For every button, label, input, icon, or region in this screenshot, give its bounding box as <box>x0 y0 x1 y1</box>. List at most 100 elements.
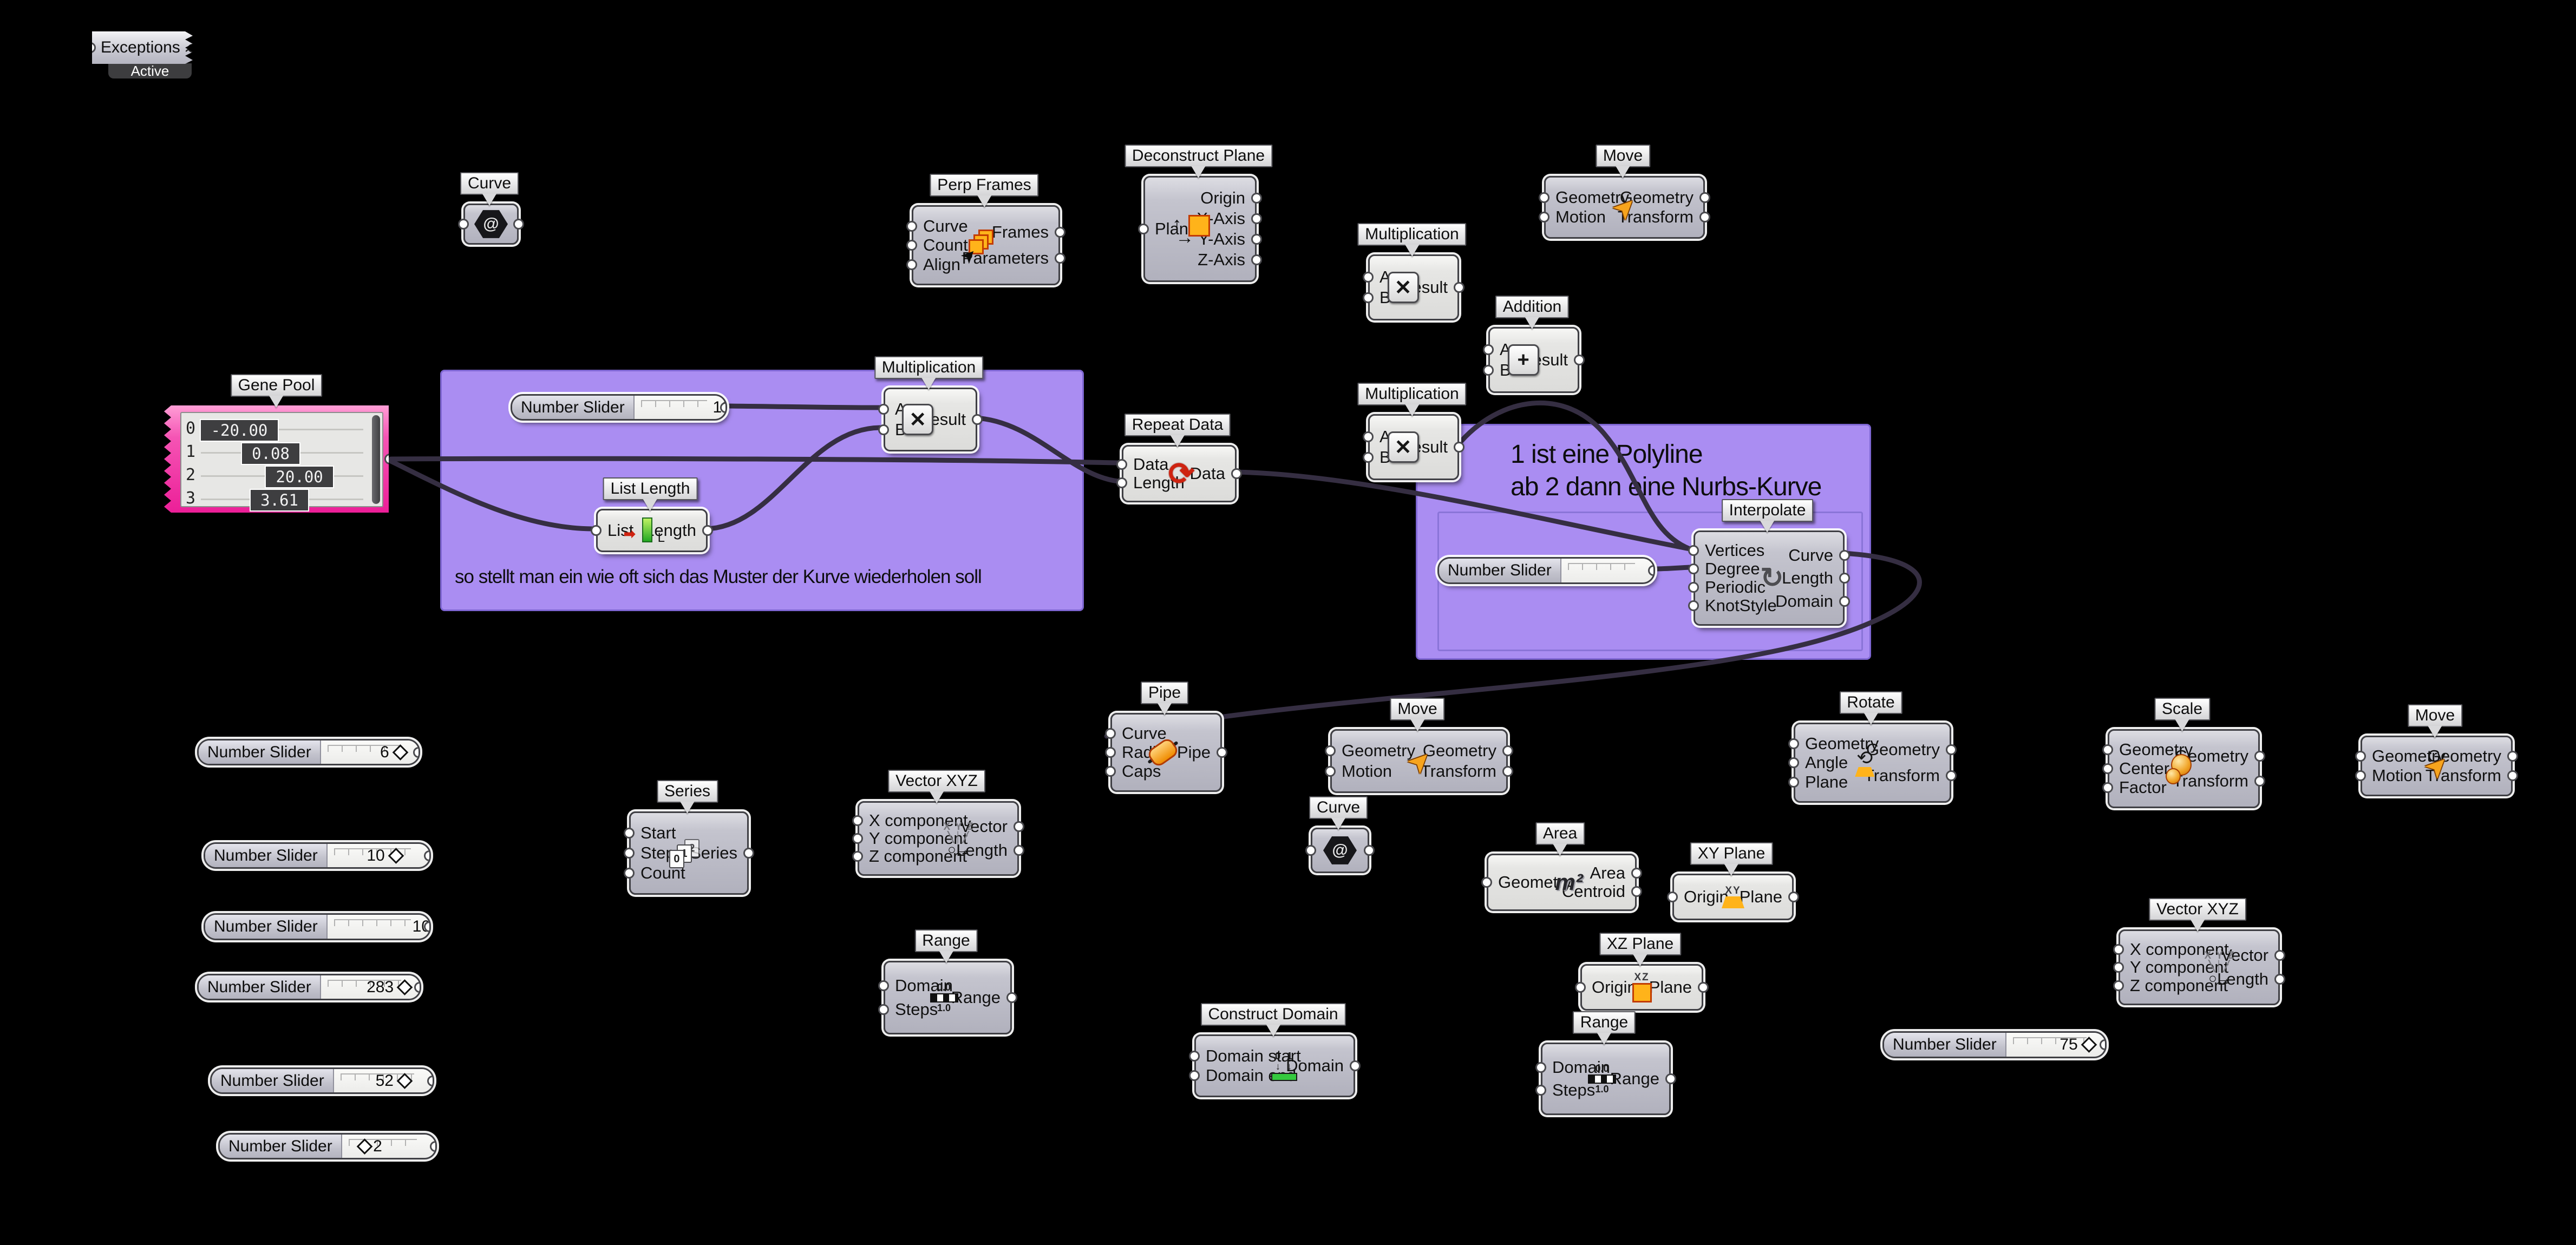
gene-value-box[interactable]: 3.61 <box>250 489 309 512</box>
output-port-plane[interactable] <box>1788 892 1799 902</box>
number-slider-track[interactable]: 3 <box>1561 559 1653 582</box>
input-port-periodic[interactable] <box>1688 582 1699 593</box>
number-slider-track[interactable]: 10 <box>634 396 725 419</box>
input-port-step[interactable] <box>624 848 635 859</box>
active-status-tab[interactable]: Active <box>108 63 192 79</box>
input-port-radius[interactable] <box>1105 747 1116 758</box>
input-port-domain[interactable] <box>878 980 889 992</box>
slider-output-port[interactable] <box>413 746 419 758</box>
output-port[interactable] <box>1364 845 1375 856</box>
input-port-plane[interactable] <box>1138 224 1149 234</box>
output-port-plane[interactable] <box>1698 982 1709 993</box>
input-port-origin[interactable] <box>1667 892 1678 902</box>
node-curve-top[interactable]: @ <box>458 204 524 245</box>
gene-pool-output-port[interactable] <box>384 454 389 464</box>
output-port-frames[interactable] <box>1055 227 1065 238</box>
output-port-curve[interactable] <box>1839 549 1850 561</box>
gene-value-box[interactable]: -20.00 <box>200 419 279 442</box>
input-port-x-component[interactable] <box>2113 943 2124 955</box>
slider-output-port[interactable] <box>2100 1039 2105 1050</box>
output-port-range[interactable] <box>1006 992 1017 1003</box>
input-port-origin[interactable] <box>1575 982 1586 993</box>
output-port-parameters[interactable] <box>1055 252 1065 264</box>
input-port-angle[interactable] <box>1788 757 1799 768</box>
output-port-x-axis[interactable] <box>1251 213 1262 224</box>
input-port-caps[interactable] <box>1105 766 1116 777</box>
input-port-motion[interactable] <box>2355 770 2366 781</box>
output-port-transform[interactable] <box>1502 765 1513 777</box>
input-port-curve[interactable] <box>906 220 917 232</box>
input-port-b[interactable] <box>878 424 889 435</box>
input-port-plane[interactable] <box>1788 776 1799 788</box>
output-port-area[interactable] <box>1631 868 1642 879</box>
output-port-geometry[interactable] <box>1946 744 1957 756</box>
input-port-b[interactable] <box>1363 292 1374 304</box>
input-port-align[interactable] <box>906 259 917 270</box>
output-port-transform[interactable] <box>2507 770 2518 781</box>
input-port-knotstyle[interactable] <box>1688 600 1699 611</box>
input-port-a[interactable] <box>1363 431 1374 442</box>
input-port-motion[interactable] <box>1539 212 1549 223</box>
number-slider-track[interactable]: 6 <box>321 741 419 764</box>
output-port-transform[interactable] <box>1946 770 1957 781</box>
input-port-geometry[interactable] <box>1539 192 1549 203</box>
slider-output-port[interactable] <box>414 981 420 993</box>
input-port-length[interactable] <box>1116 477 1127 488</box>
input-port-steps[interactable] <box>878 1004 889 1015</box>
number-slider-track[interactable]: 10 <box>327 844 429 867</box>
output-port-centroid[interactable] <box>1631 886 1642 897</box>
output-port-geometry[interactable] <box>2254 750 2265 762</box>
output-port-vector[interactable] <box>1014 821 1024 832</box>
input-port-start[interactable] <box>624 828 635 838</box>
input-port-b[interactable] <box>1483 365 1494 376</box>
slider-output-port[interactable] <box>427 1075 433 1086</box>
input-port-geometry[interactable] <box>1481 877 1492 888</box>
number-slider-track[interactable]: 52 <box>334 1069 433 1092</box>
output-port-result[interactable] <box>1574 355 1585 365</box>
input-port-y-component[interactable] <box>2113 962 2124 973</box>
input-port-b[interactable] <box>1363 452 1374 463</box>
output-port-series[interactable] <box>743 848 754 859</box>
output-port[interactable] <box>513 219 524 230</box>
input-port-geometry[interactable] <box>1325 745 1336 757</box>
output-port-geometry[interactable] <box>1699 192 1710 203</box>
output-port-range[interactable] <box>1665 1073 1676 1084</box>
input-port-data[interactable] <box>1116 459 1127 470</box>
output-port-transform[interactable] <box>1699 212 1710 223</box>
output-port-result[interactable] <box>972 414 983 425</box>
output-port-length[interactable] <box>702 525 713 536</box>
input-port[interactable] <box>458 219 469 230</box>
input-port-z-component[interactable] <box>852 851 863 862</box>
output-port-vector[interactable] <box>2274 949 2285 961</box>
output-port-length[interactable] <box>2274 974 2285 985</box>
gene-value-box[interactable]: 20.00 <box>265 466 335 488</box>
output-port-domain[interactable] <box>1350 1060 1361 1071</box>
input-port-domain-start[interactable] <box>1189 1050 1200 1061</box>
input-port-y-component[interactable] <box>852 833 863 844</box>
output-port-result[interactable] <box>1454 282 1464 293</box>
slider-output-port[interactable] <box>430 1141 435 1152</box>
output-port-pipe[interactable] <box>1217 747 1227 758</box>
input-port-a[interactable] <box>1363 271 1374 283</box>
